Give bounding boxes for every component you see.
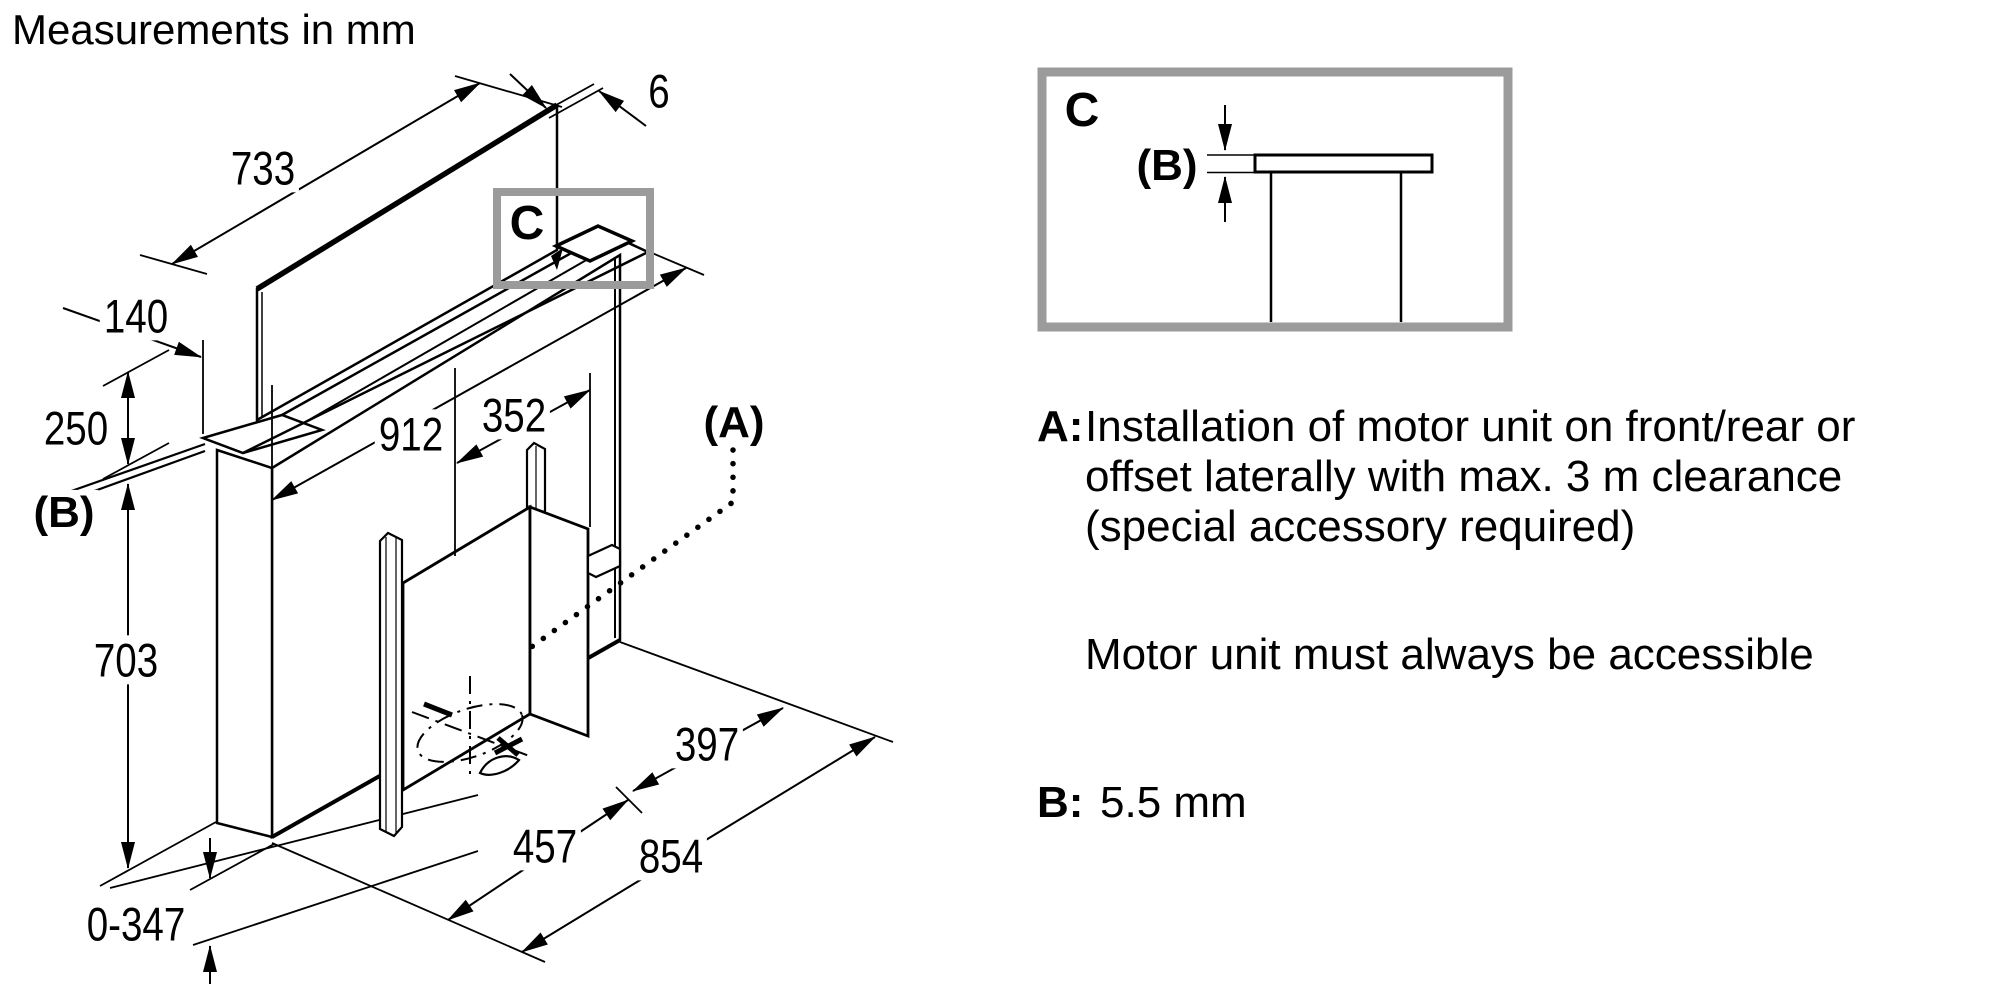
note-accessibility: Motor unit must always be accessible bbox=[1085, 630, 1814, 679]
ref-label-gap-b-detail: (B) bbox=[1132, 142, 1202, 190]
dim-label-floor-rear: 397 bbox=[670, 719, 744, 769]
dim-label-motor-offset: 352 bbox=[477, 390, 551, 440]
dim-label-frame-width: 912 bbox=[374, 409, 448, 459]
support-rail-front bbox=[378, 531, 404, 838]
callout-detail-c-box: C bbox=[1060, 85, 1104, 137]
outlet-hole-mark bbox=[411, 676, 533, 778]
dim-label-floor-front: 457 bbox=[508, 821, 582, 871]
leader-dotted-a bbox=[527, 447, 736, 651]
motor-connector bbox=[586, 543, 622, 579]
page-title: Measurements in mm bbox=[12, 6, 416, 53]
note-a-line-1: Installation of motor unit on front/rear… bbox=[1085, 402, 1856, 451]
dim-label-plinth-adjust: 0-347 bbox=[82, 899, 190, 949]
ref-label-gap-b: (B) bbox=[29, 489, 99, 537]
detail-plate bbox=[1253, 153, 1434, 174]
dim-label-panel-width: 733 bbox=[226, 143, 300, 193]
dim-label-housing-height: 703 bbox=[89, 635, 163, 685]
note-a-prefix: A: bbox=[1037, 402, 1084, 451]
support-rail-upper bbox=[525, 441, 547, 518]
detail-view-frame bbox=[1037, 67, 1513, 332]
dim-label-duct-depth: 140 bbox=[99, 291, 173, 341]
detail-view-box bbox=[1037, 67, 1513, 332]
detail-callout-frame-main bbox=[493, 188, 654, 289]
callout-detail-c-main: C bbox=[505, 198, 549, 250]
dim-label-panel-thickness: 6 bbox=[644, 66, 674, 116]
note-b-prefix: B: bbox=[1037, 778, 1084, 827]
dim-label-riser-height: 250 bbox=[39, 403, 113, 453]
floor-reference-lines bbox=[99, 794, 479, 946]
note-a-line-3: (special accessory required) bbox=[1085, 502, 1636, 551]
note-b-value: 5.5 mm bbox=[1100, 778, 1247, 827]
note-a-line-2: offset laterally with max. 3 m clearance bbox=[1085, 452, 1843, 501]
dim-label-floor-total: 854 bbox=[634, 831, 708, 881]
callout-motor-a: (A) bbox=[699, 399, 769, 447]
